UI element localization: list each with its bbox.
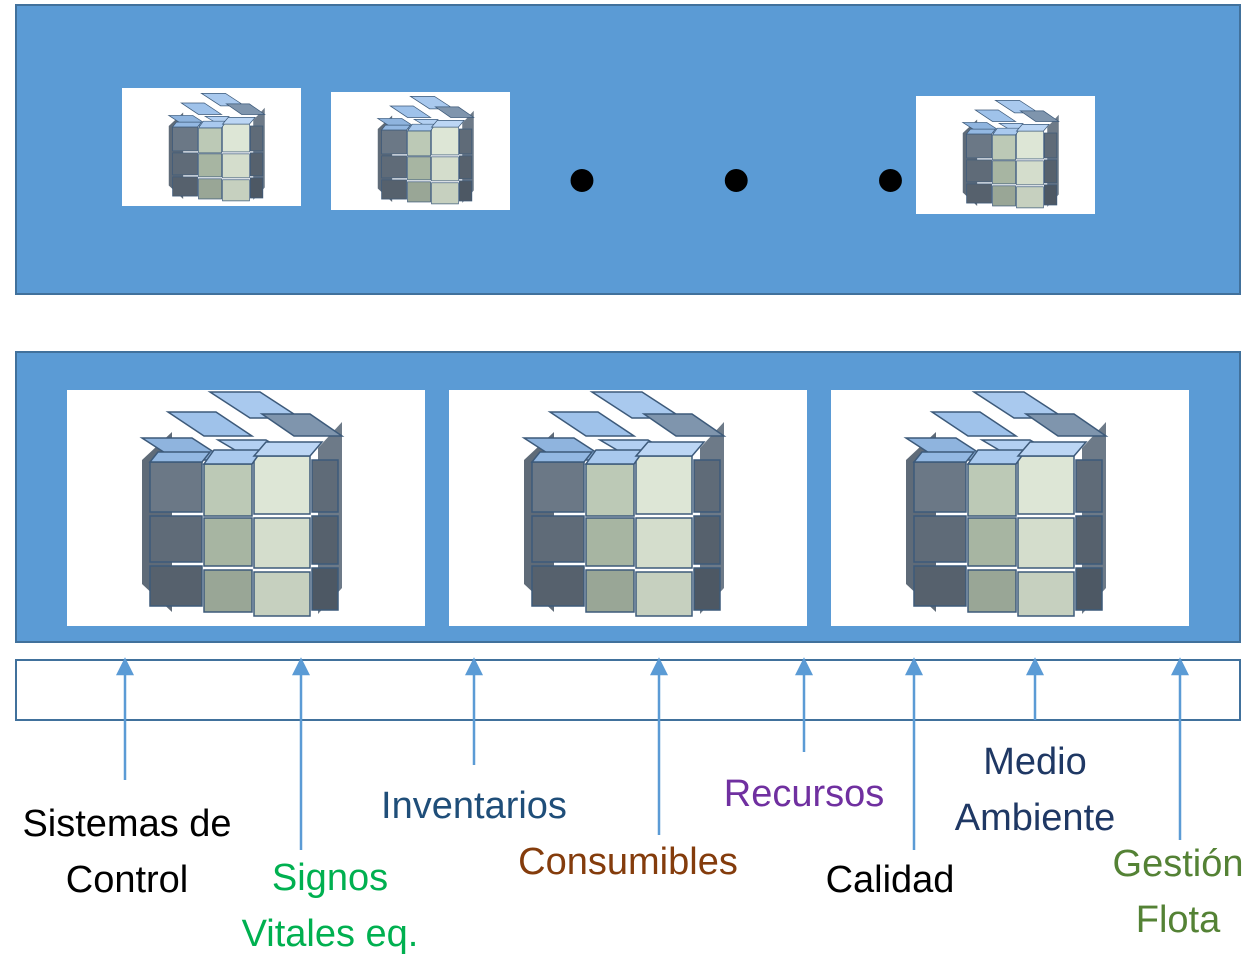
ellipsis: • • • xyxy=(568,135,957,224)
label-inventarios: Inventarios xyxy=(354,778,594,834)
label-calidad: Calidad xyxy=(808,852,972,908)
label-line: Consumibles xyxy=(518,841,738,883)
label-gestion-flota: Gestión Flota xyxy=(1100,836,1256,948)
label-signos-vitales: Signos Vitales eq. xyxy=(230,850,430,962)
label-line: Signos xyxy=(271,857,389,899)
label-line: Vitales eq. xyxy=(241,913,419,955)
label-recursos: Recursos xyxy=(706,766,902,822)
label-sistemas-de-control: Sistemas de Control xyxy=(4,796,250,908)
label-line: Flota xyxy=(1135,899,1221,941)
label-line: Inventarios xyxy=(381,785,567,827)
label-line: Recursos xyxy=(723,773,885,815)
label-medio-ambiente: Medio Ambiente xyxy=(930,734,1140,846)
label-line: Medio xyxy=(983,741,1087,783)
label-line: Ambiente xyxy=(954,797,1116,839)
label-line: Control xyxy=(65,859,189,901)
label-consumibles: Consumibles xyxy=(494,834,762,890)
label-line: Gestión xyxy=(1112,843,1244,885)
label-line: Calidad xyxy=(825,859,955,901)
input-bar xyxy=(15,659,1241,721)
arrows xyxy=(115,657,1190,850)
label-line: Sistemas de xyxy=(22,803,232,845)
